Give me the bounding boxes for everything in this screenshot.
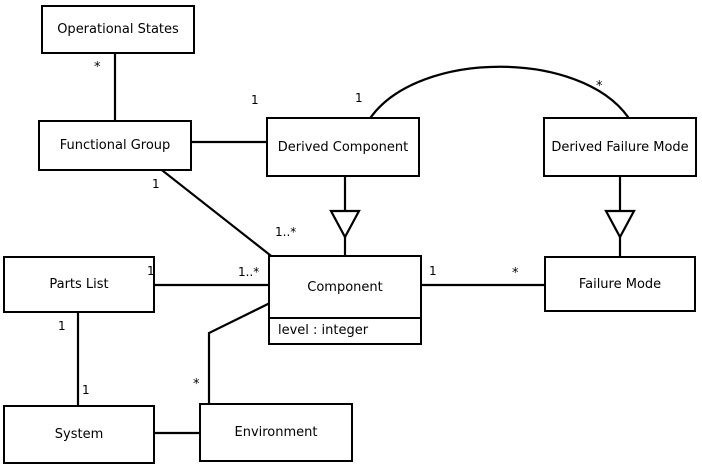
class-derived-component[interactable]: Derived Component	[266, 117, 420, 177]
multiplicity-parts-list-component-left: 1	[147, 264, 155, 278]
class-environment[interactable]: Environment	[199, 403, 353, 462]
multiplicity-derived-component-curve: 1	[355, 91, 363, 105]
class-name-derived-failure-mode: Derived Failure Mode	[551, 139, 689, 155]
multiplicity-parts-list-component-right: 1..*	[238, 265, 260, 279]
class-system[interactable]: System	[3, 405, 155, 464]
class-operational-states[interactable]: Operational States	[41, 5, 195, 54]
multiplicity-environment-component: *	[193, 377, 200, 392]
multiplicity-parts-list-system-bottom: 1	[82, 383, 90, 397]
multiplicity-functional-group-component-end: 1..*	[275, 225, 297, 239]
multiplicity-component-failure-mode-left: 1	[429, 264, 437, 278]
multiplicity-functional-group-component: 1	[152, 177, 160, 191]
edge-derived-component-derived-failure-mode-curve	[369, 65, 630, 119]
class-name-environment: Environment	[234, 425, 318, 440]
edge-environment-component	[207, 301, 272, 405]
class-functional-group[interactable]: Functional Group	[38, 120, 192, 171]
multiplicity-component-failure-mode-right: *	[512, 266, 519, 281]
multiplicity-functional-group-derived-component: 1	[251, 93, 259, 107]
class-name-operational-states: Operational States	[57, 22, 179, 37]
class-name-derived-component: Derived Component	[277, 139, 409, 155]
class-name-failure-mode: Failure Mode	[578, 276, 662, 292]
multiplicity-derived-failure-mode-curve: *	[596, 79, 603, 94]
class-failure-mode[interactable]: Failure Mode	[544, 256, 696, 312]
class-attribute-component-level: level : integer	[270, 317, 420, 343]
edge-functional-group-component	[161, 169, 272, 257]
generalization-arrowhead-component	[329, 209, 361, 240]
multiplicity-parts-list-system-top: 1	[58, 319, 66, 333]
class-name-component: Component	[307, 279, 383, 295]
generalization-arrowhead-failure-mode	[604, 209, 636, 240]
class-name-parts-list: Parts List	[49, 277, 109, 292]
class-component[interactable]: Component level : integer	[268, 255, 422, 345]
multiplicity-operational-states-functional-group: *	[94, 60, 101, 75]
class-name-functional-group: Functional Group	[59, 138, 171, 153]
class-parts-list[interactable]: Parts List	[3, 256, 155, 313]
class-name-system: System	[54, 427, 104, 442]
class-derived-failure-mode[interactable]: Derived Failure Mode	[543, 117, 697, 177]
